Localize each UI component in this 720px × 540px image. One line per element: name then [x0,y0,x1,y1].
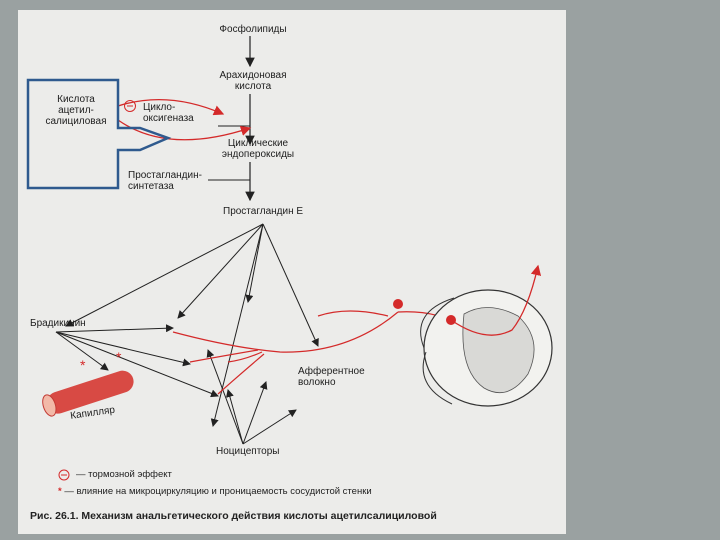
figure-caption: Рис. 26.1. Механизм анальгетического дей… [30,510,437,522]
spinal-cord-section [421,290,552,406]
legend-star-symbol: * [58,486,62,497]
capillary-star-1: * [80,357,86,373]
node-cyclooxygenase: Цикло- оксигеназа [143,102,213,124]
node-pg-synthetase: Простагландин- синтетаза [128,170,208,192]
node-afferent-fiber: Афферентное волокно [298,366,388,388]
dorsal-ganglion-neuron [393,299,403,309]
node-nociceptors: Ноцицепторы [216,446,306,457]
legend-inhibit-text: — тормозной эффект [76,469,172,480]
node-phospholipids: Фосфолипиды [218,24,288,35]
node-bradykinin: Брадикинин [30,318,110,329]
node-arachidonic-acid: Арахидоновая кислота [213,70,293,92]
node-cyclic-endoperoxides: Циклические эндопероксиды [208,138,308,160]
legend-star: * — влияние на микроциркуляцию и проница… [58,486,372,497]
node-acetylsalicylic-acid: Кислота ацетил- салициловая [38,94,114,127]
figure-panel: * * Фосфолипиды Арахидоновая кислота Цик… [18,10,566,534]
capillary-star-2: * [116,349,122,365]
node-prostaglandin-e: Простагландин Е [223,206,333,217]
legend-star-text: — влияние на микроциркуляцию и проницаем… [64,486,371,497]
legend-inhibit: — тормозной эффект [76,469,172,480]
